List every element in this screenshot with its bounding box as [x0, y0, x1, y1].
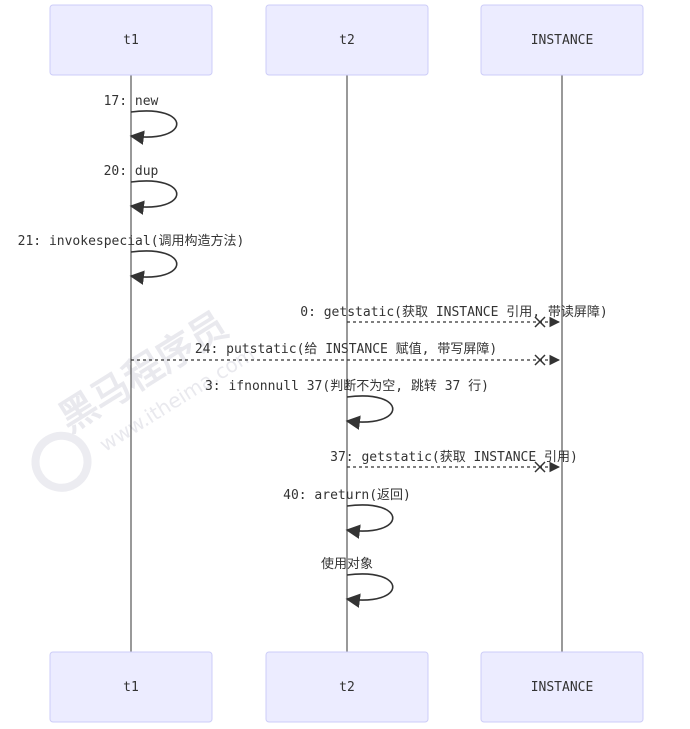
message-label: 使用对象 — [321, 556, 373, 572]
actor-top-t1: t1 — [49, 4, 213, 76]
message-24-putstatic: 24: putstatic(给 INSTANCE 赋值, 带写屏障) — [131, 341, 561, 366]
cross-icon — [534, 354, 546, 366]
message-label: 3: ifnonnull 37(判断不为空, 跳转 37 行) — [205, 379, 489, 394]
message-17-new: 17: new — [104, 94, 178, 145]
cross-icon — [534, 461, 546, 473]
self-loop-arrow — [345, 573, 394, 608]
self-loop-arrow — [129, 180, 178, 215]
message-20-dup: 20: dup — [104, 164, 178, 215]
message-label: 24: putstatic(给 INSTANCE 赋值, 带写屏障) — [195, 341, 497, 357]
actor-label: t1 — [123, 33, 139, 48]
message-label: 20: dup — [104, 164, 159, 179]
cross-icon — [534, 316, 546, 328]
actor-bottom-t1: t1 — [49, 651, 213, 723]
message-label: 0: getstatic(获取 INSTANCE 引用, 带读屏障) — [300, 305, 608, 320]
message-21-invokespecial: 21: invokespecial(调用构造方法) — [18, 233, 245, 285]
self-loop-arrow — [129, 110, 178, 145]
message-label: 40: areturn(返回) — [283, 488, 411, 503]
message-0-getstatic: 0: getstatic(获取 INSTANCE 引用, 带读屏障) — [300, 305, 608, 328]
actor-label: t2 — [339, 680, 355, 695]
actor-top-instance: INSTANCE — [480, 4, 644, 76]
message-3-ifnonnull: 3: ifnonnull 37(判断不为空, 跳转 37 行) — [205, 379, 489, 430]
actor-label: INSTANCE — [531, 33, 594, 48]
actor-label: t1 — [123, 680, 139, 695]
actor-label: t2 — [339, 33, 355, 48]
actor-bottom-instance: INSTANCE — [480, 651, 644, 723]
self-loop-arrow — [345, 395, 394, 430]
actor-label: INSTANCE — [531, 680, 594, 695]
message-37-getstatic: 37: getstatic(获取 INSTANCE 引用) — [330, 450, 578, 473]
watermark: 黑马程序员 www.itheima.com — [31, 303, 259, 492]
message-use-object: 使用对象 — [321, 556, 394, 608]
message-label: 17: new — [104, 94, 159, 109]
message-40-areturn: 40: areturn(返回) — [283, 488, 411, 539]
message-label: 37: getstatic(获取 INSTANCE 引用) — [330, 450, 578, 465]
self-loop-arrow — [345, 504, 394, 539]
message-label: 21: invokespecial(调用构造方法) — [18, 233, 245, 249]
actor-top-t2: t2 — [265, 4, 429, 76]
self-loop-arrow — [129, 250, 178, 285]
watermark-logo-icon — [31, 431, 92, 492]
actor-bottom-t2: t2 — [265, 651, 429, 723]
